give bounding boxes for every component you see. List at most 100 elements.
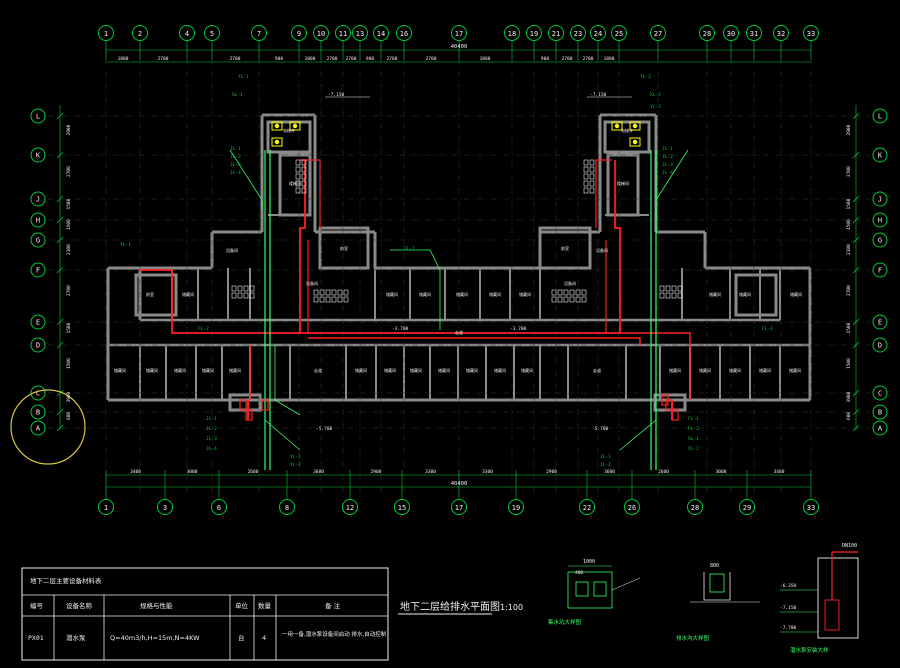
fixture xyxy=(677,292,683,299)
riser-tag: YL-2 xyxy=(640,74,651,80)
axis-bubble xyxy=(872,108,888,124)
dim-text: 900 xyxy=(366,56,374,62)
detail-note: 潜水泵安装大样 xyxy=(790,646,829,654)
fixture xyxy=(581,289,587,296)
axis-bubble xyxy=(30,337,46,353)
axis-bubble xyxy=(504,25,520,41)
dim-tick xyxy=(56,236,64,244)
dim-text: 1500 xyxy=(66,358,72,369)
dim-text: 3900 xyxy=(846,391,852,402)
axis-bubble xyxy=(508,499,524,515)
fixture xyxy=(583,166,589,173)
dim-tick xyxy=(852,216,860,224)
axis-bubble xyxy=(335,25,351,41)
axis-label: K xyxy=(878,152,883,160)
axis-bubble xyxy=(342,499,358,515)
table-cell: PX01 xyxy=(28,634,44,642)
fixture xyxy=(301,159,307,166)
detail-drain: 800 排水沟大样图 xyxy=(676,563,760,642)
fixture xyxy=(295,173,301,180)
fixture xyxy=(313,289,319,296)
dim-text: 3400 xyxy=(774,469,785,475)
room-label: 储藏间 xyxy=(709,291,721,297)
room-label: 储藏间 xyxy=(146,367,158,373)
riser-tag: YL-1 xyxy=(238,74,249,80)
axis-label: 2 xyxy=(138,30,142,38)
riser-tag: YL-1 xyxy=(290,454,301,460)
red-drain-pipe xyxy=(308,337,641,345)
room-label: 储藏间 xyxy=(419,291,431,297)
room-label: 储藏间 xyxy=(669,367,681,373)
axis-label: 22 xyxy=(583,504,591,512)
table-cell: Q=40m3/h,H=15m,N=4KW xyxy=(110,634,200,642)
axis-label: C xyxy=(36,390,40,398)
dim-text: 2700 xyxy=(158,56,169,62)
axis-label: J xyxy=(36,196,40,204)
fixture xyxy=(249,285,255,292)
axis-label: 16 xyxy=(400,30,408,38)
axis-label: E xyxy=(878,319,882,327)
fixture xyxy=(665,285,671,292)
detail-pump-section: DN100 -6.350 -7.150 -7.700 潜水泵安装大样 xyxy=(780,543,859,654)
axis-label: 6 xyxy=(217,504,221,512)
dim-tick xyxy=(56,151,64,159)
dim-tick xyxy=(56,195,64,203)
green-leader xyxy=(264,419,301,451)
axis-bubble xyxy=(98,25,114,41)
room-label: 前室 xyxy=(340,245,348,251)
axis-bubble xyxy=(30,212,46,228)
axis-bubble xyxy=(30,314,46,330)
building-walls xyxy=(106,113,812,412)
axis-label: 1 xyxy=(104,504,108,512)
fixture xyxy=(325,296,331,303)
room-label: 储藏间 xyxy=(384,367,396,373)
riser-tag: JL-4 xyxy=(206,446,217,452)
axis-label: 18 xyxy=(508,30,516,38)
axis-label: 17 xyxy=(455,504,463,512)
axis-label: 7 xyxy=(257,30,261,38)
dim-text: 1500 xyxy=(66,219,72,230)
cleanout xyxy=(239,399,247,411)
cleanout xyxy=(671,409,679,421)
axis-bubble xyxy=(30,232,46,248)
axis-label: 19 xyxy=(530,30,538,38)
riser-tag: JL-2 xyxy=(600,462,611,468)
room-label: 设备间 xyxy=(564,280,576,286)
axis-label: A xyxy=(36,425,41,433)
axis-label: 26 xyxy=(628,504,636,512)
dim-text: 2700 xyxy=(583,56,594,62)
axis-label: K xyxy=(36,152,41,160)
axis-bubble xyxy=(872,420,888,436)
pump-unit xyxy=(629,137,641,147)
room-label: 储藏间 xyxy=(386,291,398,297)
pump-unit-dot xyxy=(632,139,638,145)
table-header: 规格与性能 xyxy=(140,601,173,610)
riser-tag: JL-3 xyxy=(662,162,673,168)
dim-text: 3600 xyxy=(604,469,615,475)
axis-label: 13 xyxy=(356,30,364,38)
dim-text: 2700 xyxy=(562,56,573,62)
green-leader xyxy=(619,419,657,451)
axis-bubble xyxy=(570,25,586,41)
axis-bubble xyxy=(650,25,666,41)
riser-tag: FL-2 xyxy=(762,326,773,332)
dim-text: 2700 xyxy=(230,56,241,62)
detail-label: DN100 xyxy=(842,543,857,549)
axis-bubble xyxy=(98,499,114,515)
dim-text: 40400 xyxy=(451,481,468,487)
room-label: 储藏间 xyxy=(466,367,478,373)
riser-tag: JL-4 xyxy=(662,170,673,176)
fixture xyxy=(569,289,575,296)
axis-label: L xyxy=(878,113,882,121)
table-title: 地下二层主要设备材料表 xyxy=(30,576,102,585)
dim-tick xyxy=(56,408,64,416)
axis-bubble xyxy=(211,499,227,515)
fixture xyxy=(583,173,589,180)
axis-label: D xyxy=(878,342,882,350)
dim-text: 1500 xyxy=(846,322,852,333)
green-leader xyxy=(655,149,689,210)
fixture xyxy=(551,289,557,296)
room-label: 走道 xyxy=(455,329,463,335)
